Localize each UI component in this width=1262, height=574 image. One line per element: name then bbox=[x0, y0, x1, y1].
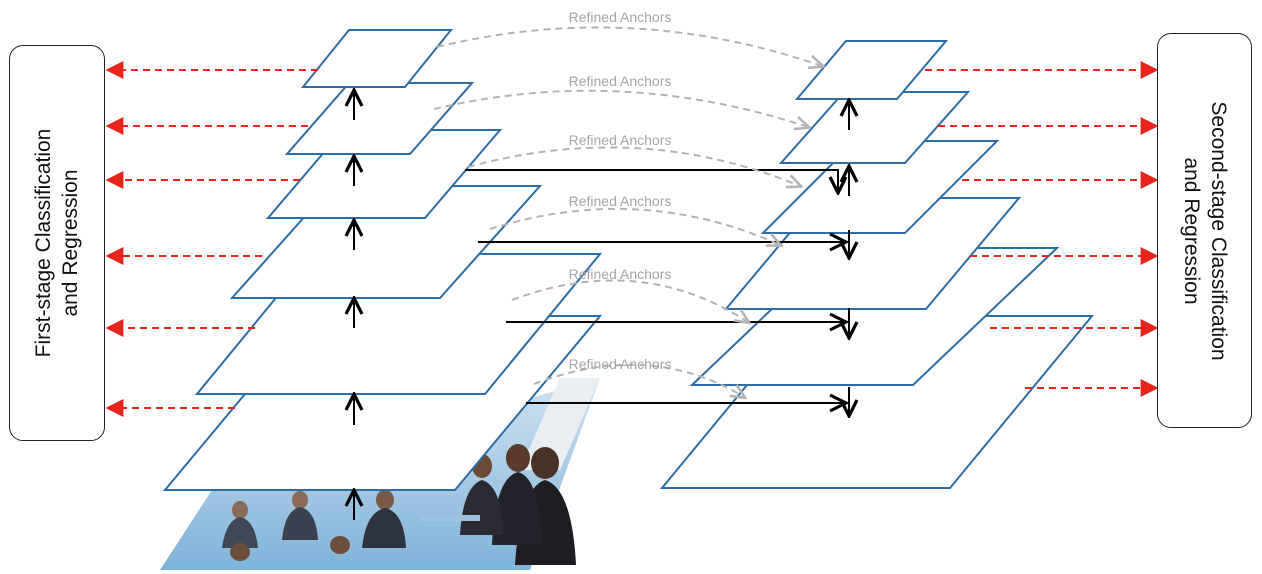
refined-anchors-label: Refined Anchors bbox=[569, 356, 672, 372]
people-silhouettes bbox=[222, 444, 576, 565]
right-plane-2 bbox=[778, 91, 971, 164]
right-feature-pyramid bbox=[659, 40, 1095, 489]
first-stage-arrows bbox=[105, 61, 318, 417]
left-plane-1 bbox=[300, 29, 454, 88]
refined-curve-6 bbox=[533, 363, 744, 397]
right-plane-3 bbox=[760, 140, 1000, 234]
second-stage-head-box: Second-stage Classification and Regressi… bbox=[1157, 33, 1252, 428]
left-plane-2 bbox=[284, 82, 475, 155]
left-feature-pyramid bbox=[162, 29, 603, 491]
transfer-arrows bbox=[465, 169, 846, 403]
second-stage-arrows bbox=[925, 61, 1159, 397]
refined-anchor-curves bbox=[433, 26, 822, 397]
refined-curve-4 bbox=[489, 207, 780, 245]
refined-curve-5 bbox=[511, 279, 748, 322]
second-stage-label-line1: Second-stage Classification bbox=[1206, 100, 1230, 361]
refined-anchors-label: Refined Anchors bbox=[569, 73, 672, 89]
first-stage-label-line1: First-stage Classification bbox=[32, 128, 55, 358]
second-stage-label-line2: and Regression bbox=[1179, 156, 1203, 305]
refined-anchors-label: Refined Anchors bbox=[569, 132, 672, 148]
refined-anchors-label: Refined Anchors bbox=[569, 266, 672, 282]
refined-anchors-label: Refined Anchors bbox=[569, 9, 672, 25]
first-stage-label: First-stage Classification and Regressio… bbox=[30, 129, 84, 358]
refined-anchor-labels: Refined Anchors Refined Anchors Refined … bbox=[569, 9, 672, 372]
second-stage-label: Second-stage Classification and Regressi… bbox=[1178, 101, 1232, 360]
right-plane-1 bbox=[794, 40, 949, 100]
refined-curve-3 bbox=[467, 146, 800, 186]
refined-anchors-label: Refined Anchors bbox=[569, 193, 672, 209]
refined-curve-1 bbox=[436, 26, 822, 66]
first-stage-head-box: First-stage Classification and Regressio… bbox=[9, 45, 105, 441]
first-stage-label-line2: and Regression bbox=[59, 169, 82, 317]
refined-curve-2 bbox=[433, 89, 808, 127]
transfer-arrow-1 bbox=[465, 169, 838, 193]
